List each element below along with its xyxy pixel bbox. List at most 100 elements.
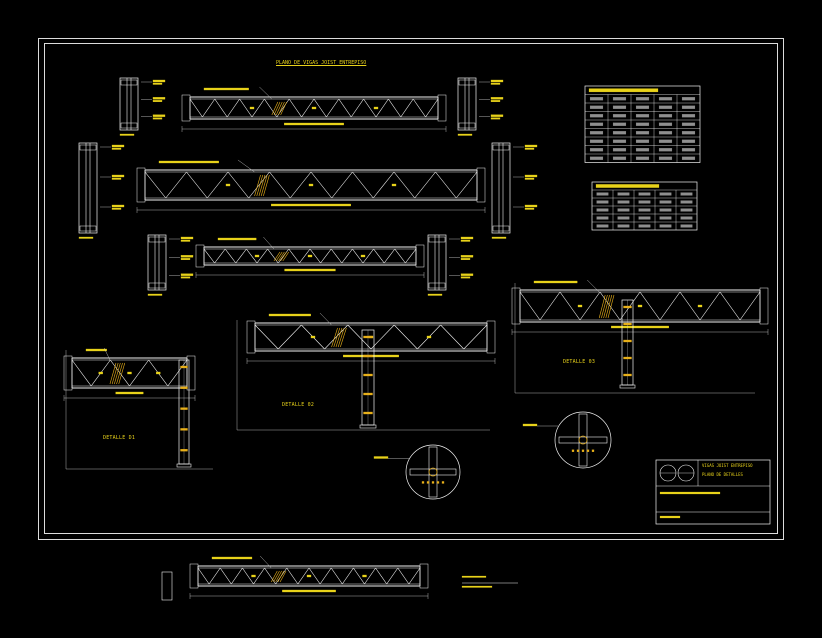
joist-section-f-callout xyxy=(460,236,474,240)
joist-section-d-bottom-flange xyxy=(492,225,510,232)
joist-elevation-3-node-mark xyxy=(254,254,260,258)
joist-elevation-3-hatch xyxy=(278,251,285,262)
joist-section-e-callout xyxy=(180,276,191,279)
joist-elevation-3-web-diagonal xyxy=(235,248,247,264)
joist-section-b-caption xyxy=(457,133,473,136)
joist-elevation-2-hatch xyxy=(263,174,270,197)
detail-03-joist-bearing-seat xyxy=(759,287,769,325)
joist-elevation-1-hatch xyxy=(273,101,281,116)
joist-schedule-table-cell-text xyxy=(596,192,609,196)
title-block-outline xyxy=(655,459,771,525)
joist-elevation-3-web-diagonal xyxy=(277,248,290,264)
detail-03-joist-web-diagonal xyxy=(659,291,681,321)
detail-d1-joist-node-mark xyxy=(156,371,161,375)
joist-schedule-table-cell-text xyxy=(617,192,630,196)
joist-elevation-3-web-diagonal xyxy=(203,248,215,264)
joist-section-f-outline xyxy=(427,234,447,291)
joist-elevation-1-web-diagonal xyxy=(189,98,203,118)
detail-02-column-base-plate xyxy=(359,424,377,429)
joist-elevation-extra-web-diagonal xyxy=(286,567,299,585)
joist-schedule-table-cell-text xyxy=(596,216,609,220)
material-schedule-table-cell-text xyxy=(681,105,696,109)
joist-section-c-callout xyxy=(111,174,125,178)
joist-schedule-table-cell-text xyxy=(617,208,630,212)
joist-elevation-extra-web-diagonal xyxy=(330,567,343,585)
detail-03-joist-web-diagonal xyxy=(699,291,721,321)
material-schedule-table-cell-text xyxy=(589,156,604,160)
joist-elevation-1-web-diagonal xyxy=(400,98,414,118)
joist-elevation-2-web-diagonal xyxy=(352,171,374,199)
connection-detail-2-weld xyxy=(591,449,595,452)
joist-elevation-extra-web-diagonal xyxy=(297,567,310,585)
joist-elevation-1-web-diagonal xyxy=(313,98,327,118)
joist-elevation-extra-hatch xyxy=(270,570,278,583)
extra-note xyxy=(461,585,493,588)
joist-elevation-3-web-diagonal xyxy=(394,248,406,264)
joist-elevation-extra-bearing-seat xyxy=(419,563,429,589)
joist-section-b-top-flange xyxy=(458,79,476,86)
joist-elevation-extra-bearing-seat xyxy=(189,563,199,589)
material-schedule-table-cell-text xyxy=(589,148,604,152)
connection-detail-2-weld xyxy=(576,449,580,452)
joist-section-a-callout xyxy=(152,117,163,120)
joist-elevation-2-annotation-bar xyxy=(271,203,351,207)
joist-elevation-2-leader xyxy=(237,159,255,173)
joist-elevation-2-web-diagonal xyxy=(269,171,291,199)
detail-02-column-stiffener xyxy=(363,354,373,358)
joist-elevation-2-web-diagonal xyxy=(456,171,478,199)
material-schedule-table-cell-text xyxy=(612,148,627,152)
joist-elevation-2-web-diagonal xyxy=(165,171,187,199)
detail-02-joist-hatch xyxy=(337,327,345,348)
title-block-line-1: VIGAS JOIST ENTREPISO xyxy=(702,463,753,468)
joist-elevation-1-hatch xyxy=(278,101,285,116)
joist-elevation-1-web-diagonal xyxy=(202,98,216,118)
joist-elevation-extra-web-diagonal xyxy=(375,567,387,585)
joist-elevation-1-web-diagonal xyxy=(301,98,315,118)
detail-02-joist-bearing-seat xyxy=(246,320,256,354)
material-schedule-table-cell-text xyxy=(612,156,627,160)
joist-section-d-outline xyxy=(491,142,511,234)
joist-schedule-table-cell-text xyxy=(659,208,672,212)
joist-elevation-3-hatch xyxy=(282,251,290,262)
joist-elevation-2-web-diagonal xyxy=(186,171,208,199)
joist-section-a-callout xyxy=(152,114,166,117)
material-schedule-table-cell-text xyxy=(635,148,650,152)
joist-schedule-table-cell-text xyxy=(680,200,693,204)
joist-elevation-extra-web-diagonal xyxy=(264,567,276,585)
joist-section-e-callout xyxy=(180,273,194,276)
joist-section-a-callout xyxy=(152,82,163,85)
material-schedule-table-cell-text xyxy=(681,131,696,135)
joist-elevation-2-web-diagonal xyxy=(310,171,332,199)
material-schedule-table-cell-text xyxy=(658,156,673,160)
joist-section-c-callout xyxy=(111,204,125,208)
joist-schedule-table-cell-text xyxy=(659,216,672,220)
detail-03-joist-hatch xyxy=(607,294,615,319)
joist-elevation-2-bearing-seat xyxy=(476,167,486,203)
joist-elevation-2-web-diagonal xyxy=(248,171,270,199)
detail-d1-joist-hatch xyxy=(109,362,117,385)
detail-03-joist-web-diagonal xyxy=(599,291,621,321)
joist-elevation-3-web-diagonal xyxy=(214,248,226,264)
detail-03-joist-web-diagonal xyxy=(679,291,701,321)
material-schedule-table-cell-text xyxy=(658,148,673,152)
detail-03-joist-web-diagonal xyxy=(579,291,601,321)
joist-elevation-extra-hatch xyxy=(273,570,280,583)
joist-elevation-1-web-diagonal xyxy=(363,98,377,118)
joist-elevation-3-web-diagonal xyxy=(224,248,237,264)
detail-03-column-stiffener xyxy=(623,305,632,309)
detail-03-joist-annotation-bar xyxy=(533,280,578,284)
material-schedule-table-cell-text xyxy=(658,97,673,101)
joist-section-d-callout xyxy=(524,144,538,148)
joist-elevation-3-web-diagonal xyxy=(288,248,300,264)
material-schedule-table-cell-text xyxy=(635,156,650,160)
joist-schedule-table-cell-text xyxy=(659,192,672,196)
joist-elevation-extra-web-diagonal xyxy=(319,567,332,585)
connection-detail-2-boundary xyxy=(554,411,612,469)
joist-elevation-3-web-diagonal xyxy=(267,248,279,264)
joist-elevation-2-web-diagonal xyxy=(435,171,457,199)
joist-elevation-extra-web-diagonal xyxy=(308,567,321,585)
material-schedule-table-cell-text xyxy=(635,105,650,109)
joist-elevation-extra-hatch xyxy=(277,570,285,583)
